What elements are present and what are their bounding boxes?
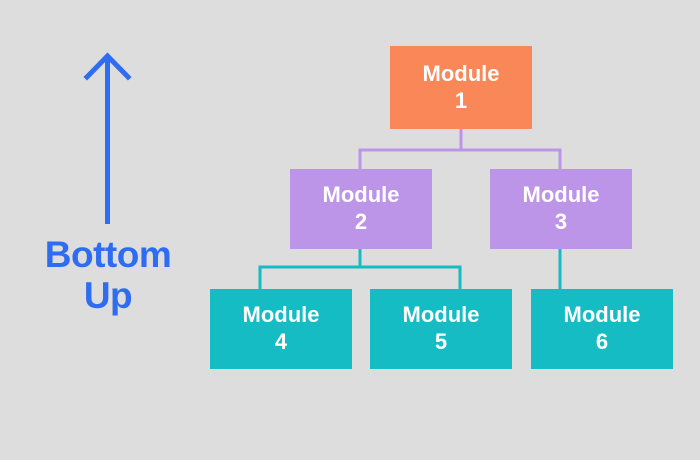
direction-caption-line-1: Bottom: [44, 234, 172, 275]
module-node-label: Module 6: [563, 302, 641, 354]
edge-module-1-to-module-3: [459, 129, 562, 169]
module-node-label: Module 5: [402, 302, 480, 354]
edge-module-2-to-module-5: [358, 249, 462, 289]
module-node-label: Module 4: [242, 302, 320, 354]
edge-module-2-to-module-4: [258, 249, 362, 289]
up-arrow-icon: [83, 52, 132, 224]
direction-caption: Bottom Up: [6, 234, 210, 317]
module-node-module-5[interactable]: Module 5: [370, 289, 512, 369]
module-node-module-6[interactable]: Module 6: [531, 289, 673, 369]
module-node-label: Module 3: [522, 182, 600, 234]
module-node-module-3[interactable]: Module 3: [490, 169, 632, 249]
direction-caption-line-2: Up: [83, 275, 133, 317]
module-node-module-1[interactable]: Module 1: [390, 46, 532, 129]
module-node-module-4[interactable]: Module 4: [210, 289, 352, 369]
module-node-label: Module 1: [422, 60, 500, 113]
edge-module-1-to-module-2: [358, 129, 463, 169]
module-node-label: Module 2: [322, 182, 400, 234]
module-node-module-2[interactable]: Module 2: [290, 169, 432, 249]
